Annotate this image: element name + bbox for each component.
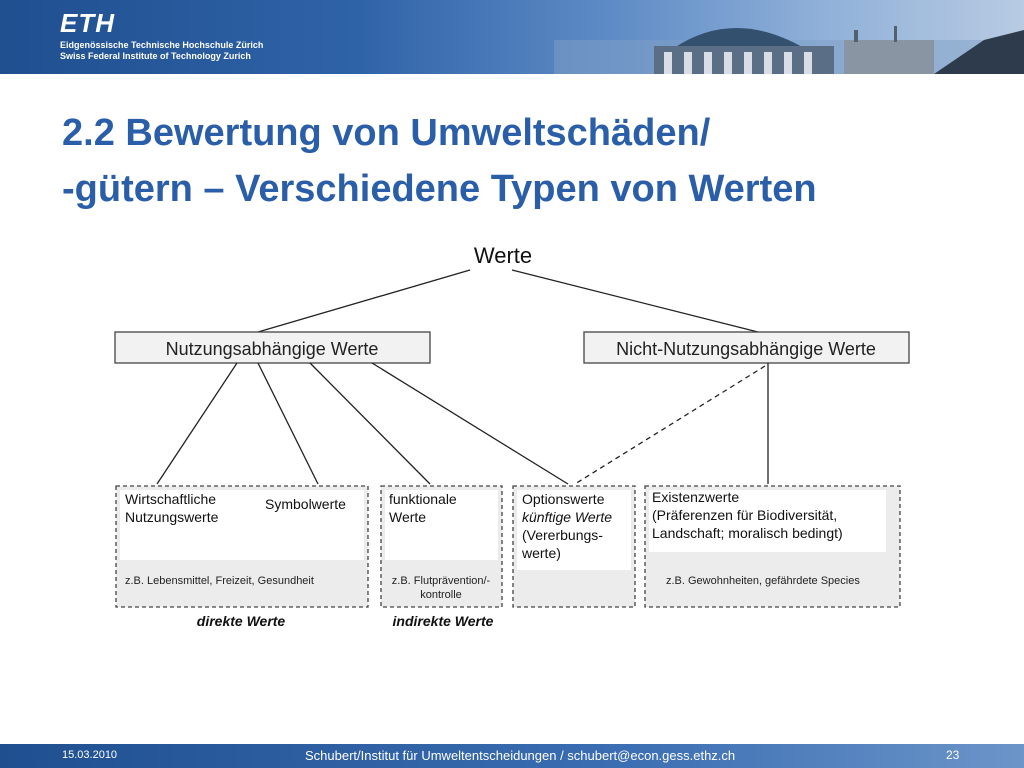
box3-label-4: werte)	[521, 545, 561, 561]
root-node: Werte	[474, 243, 532, 268]
box1-label-a-1: Wirtschaftliche	[125, 491, 216, 507]
footer-bar: 15.03.2010 Schubert/Institut für Umwelte…	[0, 744, 1024, 768]
branch-left-box	[114, 331, 431, 364]
box2-label-1: funktionale	[389, 491, 457, 507]
box-option-inner	[517, 490, 631, 570]
branch-right-box	[583, 331, 910, 364]
box3-label-1: Optionswerte	[522, 491, 605, 507]
page-number: 23	[946, 748, 960, 762]
box2-example-2: kontrolle	[420, 589, 462, 601]
values-tree-diagram: Werte Nutzungsabhängige Werte Nicht-Nutz…	[114, 243, 910, 629]
slide-title-line-2: -gütern – Verschiedene Typen von Werten	[62, 168, 817, 210]
footer-date: 15.03.2010	[62, 749, 118, 761]
edge-root-right	[511, 269, 759, 333]
box-existence-inner	[649, 490, 886, 552]
box4-example: z.B. Gewohnheiten, gefährdete Species	[666, 575, 860, 587]
edge-left-box3	[371, 362, 569, 485]
box3-label-2: künftige Werte	[522, 509, 612, 525]
institution-name-de: Eidgenössische Technische Hochschule Zür…	[60, 40, 264, 50]
slide-title: 2.2 Bewertung von Umweltschäden/ -gütern…	[62, 105, 817, 217]
eth-building-image	[554, 26, 1024, 74]
box1-example: z.B. Lebensmittel, Freizeit, Gesundheit	[125, 575, 314, 587]
slide-title-line-1: 2.2 Bewertung von Umweltschäden/	[62, 112, 711, 154]
edge-left-box1a	[156, 362, 238, 485]
box1-label-b: Symbolwerte	[265, 496, 346, 512]
footer-author: Schubert/Institut für Umweltentscheidung…	[305, 748, 736, 763]
branch-left-label: Nutzungsabhängige Werte	[166, 339, 379, 359]
institution-name-en: Swiss Federal Institute of Technology Zu…	[60, 51, 251, 61]
box-economic-symbolic-inner	[120, 490, 364, 560]
edge-root-left	[257, 269, 471, 333]
box2-example-1: z.B. Flutprävention/-	[392, 575, 491, 587]
edge-left-box1b	[257, 362, 319, 485]
eth-logo: ETH	[60, 8, 115, 38]
group-indirect-label: indirekte Werte	[393, 613, 494, 629]
header-banner: ETH Eidgenössische Technische Hochschule…	[0, 0, 1024, 74]
edge-left-box2	[309, 362, 431, 485]
box2-label-2: Werte	[389, 509, 426, 525]
box4-label-3: Landschaft; moralisch bedingt)	[652, 525, 843, 541]
box-functional-inner	[385, 490, 498, 560]
box3-label-3: (Vererbungs-	[522, 527, 603, 543]
branch-right-label: Nicht-Nutzungsabhängige Werte	[616, 339, 876, 359]
box1-label-a-2: Nutzungswerte	[125, 509, 219, 525]
box4-label-2: (Präferenzen für Biodiversität,	[652, 507, 837, 523]
group-direct-label: direkte Werte	[197, 613, 286, 629]
edge-right-box3	[574, 365, 766, 485]
box4-label-1: Existenzwerte	[652, 489, 739, 505]
